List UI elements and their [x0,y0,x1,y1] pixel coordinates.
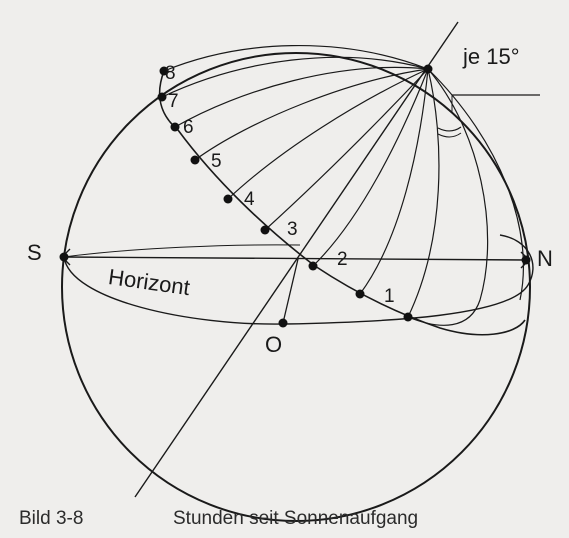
hour-circle-6 [194,68,429,161]
hour-label-6: 6 [183,117,194,138]
south-point [59,252,69,262]
hour-point-2 [355,289,365,299]
horizon-back-arc [63,244,301,258]
hour-point-9 [159,66,169,76]
figure-caption-text: Stunden seit Sonnenaufgang [173,508,419,529]
hour-circle-1 [407,68,440,318]
hour-label-1: 1 [384,286,395,307]
diurnal-path [158,70,526,336]
hour-point-1 [403,312,413,322]
hour-circle-5 [227,68,429,200]
angle-arc-marker-2 [437,132,462,138]
hour-point-7 [170,122,180,132]
hour-point-5 [223,194,233,204]
celestial-sphere-outline [61,52,531,522]
north-point [521,255,531,265]
angle-note-label: je 15° [463,44,520,69]
figure-id-caption: Bild 3-8 [19,508,84,529]
east-point-line [282,258,299,324]
hour-circle-4 [264,68,429,231]
hour-point-6 [190,155,200,165]
hour-point-4 [260,225,270,235]
hour-circles [161,44,524,326]
hour-point-8 [157,92,167,102]
hour-label-7: 7 [168,91,179,112]
pole-point [423,64,433,74]
hour-circle-9 [163,44,429,72]
hour-circle-east [407,68,489,326]
horizon-ellipse [63,234,534,325]
hour-label-2: 2 [337,249,348,270]
points [59,64,531,328]
hour-label-3: 3 [287,219,298,240]
north-label: N [537,246,553,271]
east-point [278,318,288,328]
hour-point-3 [308,261,318,271]
angle-arc-marker [437,126,462,132]
hour-circle-7 [174,66,429,128]
hour-label-4: 4 [244,189,255,210]
hour-label-5: 5 [211,151,222,172]
meridian-line [63,256,528,261]
hour-circle-2 [359,68,429,295]
east-label: O [265,332,283,357]
south-label: S [27,240,42,265]
hour-circle-3 [312,68,429,267]
hour-label-8: 8 [165,63,176,84]
hour-circle-outer [427,68,524,301]
hour-circle-8 [161,56,429,98]
polar-axis [134,21,459,498]
